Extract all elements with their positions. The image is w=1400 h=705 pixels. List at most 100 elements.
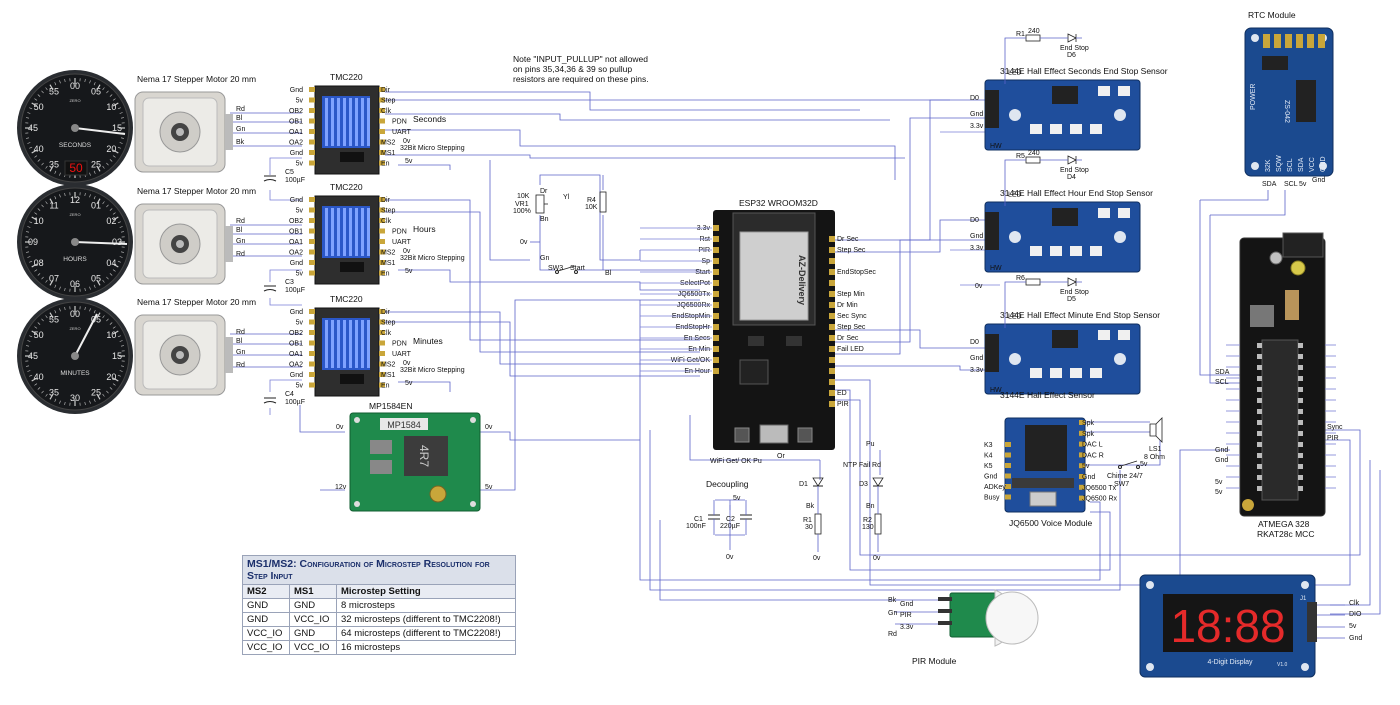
gauge-tick-mark xyxy=(112,383,116,386)
gauge-tick-mark xyxy=(117,374,121,377)
motor-wire-label: Bk xyxy=(236,139,245,146)
driver-pin xyxy=(309,129,315,134)
gauge-tick-mark xyxy=(26,117,30,119)
d3-gnd: 0v xyxy=(873,555,881,562)
driver-pin xyxy=(379,108,385,113)
gauge-tick-mark xyxy=(119,142,123,144)
four-digit-display: 18:88 4-Digit Display V1.0 J1 Clk DIO 5v… xyxy=(1139,574,1362,678)
hall-led-label: LED xyxy=(1008,192,1022,199)
hall-connector xyxy=(985,334,999,372)
esp-pin xyxy=(829,313,835,319)
gauge-tick-mark xyxy=(96,84,101,91)
hall-pad xyxy=(1030,124,1042,134)
driver-pin xyxy=(379,260,385,265)
jq6500-module: JQ6500 Voice Module K3K4K5GndADKeyBusySp… xyxy=(984,417,1165,528)
jq-left-label: K4 xyxy=(984,453,993,460)
rtc-pin-label: 32K xyxy=(1265,159,1272,172)
jq-right-label: Gnd xyxy=(1082,474,1095,481)
esp-pin xyxy=(829,269,835,275)
hall-pad xyxy=(1098,208,1110,218)
driver-pin xyxy=(379,239,385,244)
atmega-pin xyxy=(1298,376,1303,381)
gauge-tick-mark xyxy=(106,276,109,280)
decoupling-title: Decoupling xyxy=(706,479,749,489)
jq-left-label: ADKey xyxy=(984,484,1006,491)
atmega-pin xyxy=(1298,387,1303,392)
microstep-table-caption: MS1/MS2: Configuration of Microstep Reso… xyxy=(242,555,516,584)
heatsink-fin xyxy=(337,208,340,256)
esp-pin xyxy=(713,236,719,242)
gauge-tick-label: 45 xyxy=(28,351,38,361)
gauge-tick-mark xyxy=(37,387,41,390)
rtc-pin-label: GND xyxy=(1320,156,1327,172)
driver-name: Minutes xyxy=(413,336,443,346)
c2-value: 220µF xyxy=(720,523,740,530)
gauge-tick-mark xyxy=(31,216,38,221)
driver-pin-label: Gnd xyxy=(290,150,303,157)
driver-pin-label: Clk xyxy=(381,108,392,115)
hall-pad xyxy=(1090,124,1102,134)
gauge-tick-mark xyxy=(112,377,119,382)
heatsink-fin xyxy=(355,98,358,146)
gauge-tick-mark xyxy=(119,226,123,228)
pot-ref: VR1 xyxy=(515,201,529,208)
driver-pin xyxy=(379,87,385,92)
driver-pin xyxy=(309,118,315,124)
driver-pin-label: OB2 xyxy=(289,108,303,115)
jq-left-label: K5 xyxy=(984,463,993,470)
atmega-pin xyxy=(1298,354,1303,359)
gauge-tick-mark xyxy=(34,383,38,386)
hall-r-val: 240 xyxy=(1028,28,1040,35)
table-header-row: MS2 MS1 Microstep Setting xyxy=(242,584,516,599)
jq-pin xyxy=(1079,420,1085,425)
table-cell: GND xyxy=(242,598,290,613)
hall-led-text: End Stop xyxy=(1060,45,1089,52)
driver-pin xyxy=(309,270,315,276)
esp-pin xyxy=(829,379,835,385)
pir-title: PIR Module xyxy=(912,656,957,666)
gauge-tick-mark xyxy=(109,273,113,276)
heatsink-fin xyxy=(361,98,364,146)
hall-hole xyxy=(1114,231,1126,243)
gauge-tick-mark xyxy=(109,387,113,390)
esp-pin-label: Sec Sync xyxy=(837,313,867,320)
motor-wire-label: Gn xyxy=(236,349,245,356)
hall-hw-label: HW xyxy=(990,265,1002,272)
driver-pin-label: OA2 xyxy=(289,362,303,369)
gauge-tick-label: 40 xyxy=(34,144,44,154)
pot-vr1: 10K VR1 100% Dr Bn Gn 0v xyxy=(513,188,549,262)
esp-pin xyxy=(713,357,719,363)
hall-led-wire xyxy=(1004,281,1082,328)
d3-pu: Pu xyxy=(866,441,875,448)
jq-right-label: DAC L xyxy=(1082,442,1103,449)
gauge-tick-mark xyxy=(112,102,119,107)
hall-led-ref: D5 xyxy=(1067,296,1076,303)
gauge-tick-mark xyxy=(96,312,101,319)
jq-pin xyxy=(1079,430,1085,436)
atmega-pin xyxy=(1257,409,1262,414)
esp-pin-label: Start xyxy=(695,269,710,276)
atmega-pin xyxy=(1298,398,1303,403)
gauge-tick-label: 12 xyxy=(70,195,80,205)
jq-right-label: Spk xyxy=(1082,431,1095,438)
atmega-pin xyxy=(1257,365,1262,370)
jq-right-label: JQ6500 Tx xyxy=(1082,485,1117,492)
esp-pin xyxy=(829,401,835,407)
gauge-tick-mark xyxy=(102,165,105,169)
gauge-tick-mark xyxy=(93,398,96,402)
driver-pin-label: Gnd xyxy=(290,309,303,316)
atmega-pin xyxy=(1298,453,1303,458)
hall-pad xyxy=(1030,246,1042,256)
c2-ref: C2 xyxy=(726,516,735,523)
gauge-tick-mark xyxy=(59,286,61,290)
gauge-tick-mark xyxy=(64,287,66,291)
driver-top-label xyxy=(340,152,364,162)
gauge-tick-mark xyxy=(117,221,121,224)
driver-pin xyxy=(309,197,315,202)
hall-r-val: 240 xyxy=(1028,150,1040,157)
gauge-tick-mark xyxy=(112,155,116,158)
